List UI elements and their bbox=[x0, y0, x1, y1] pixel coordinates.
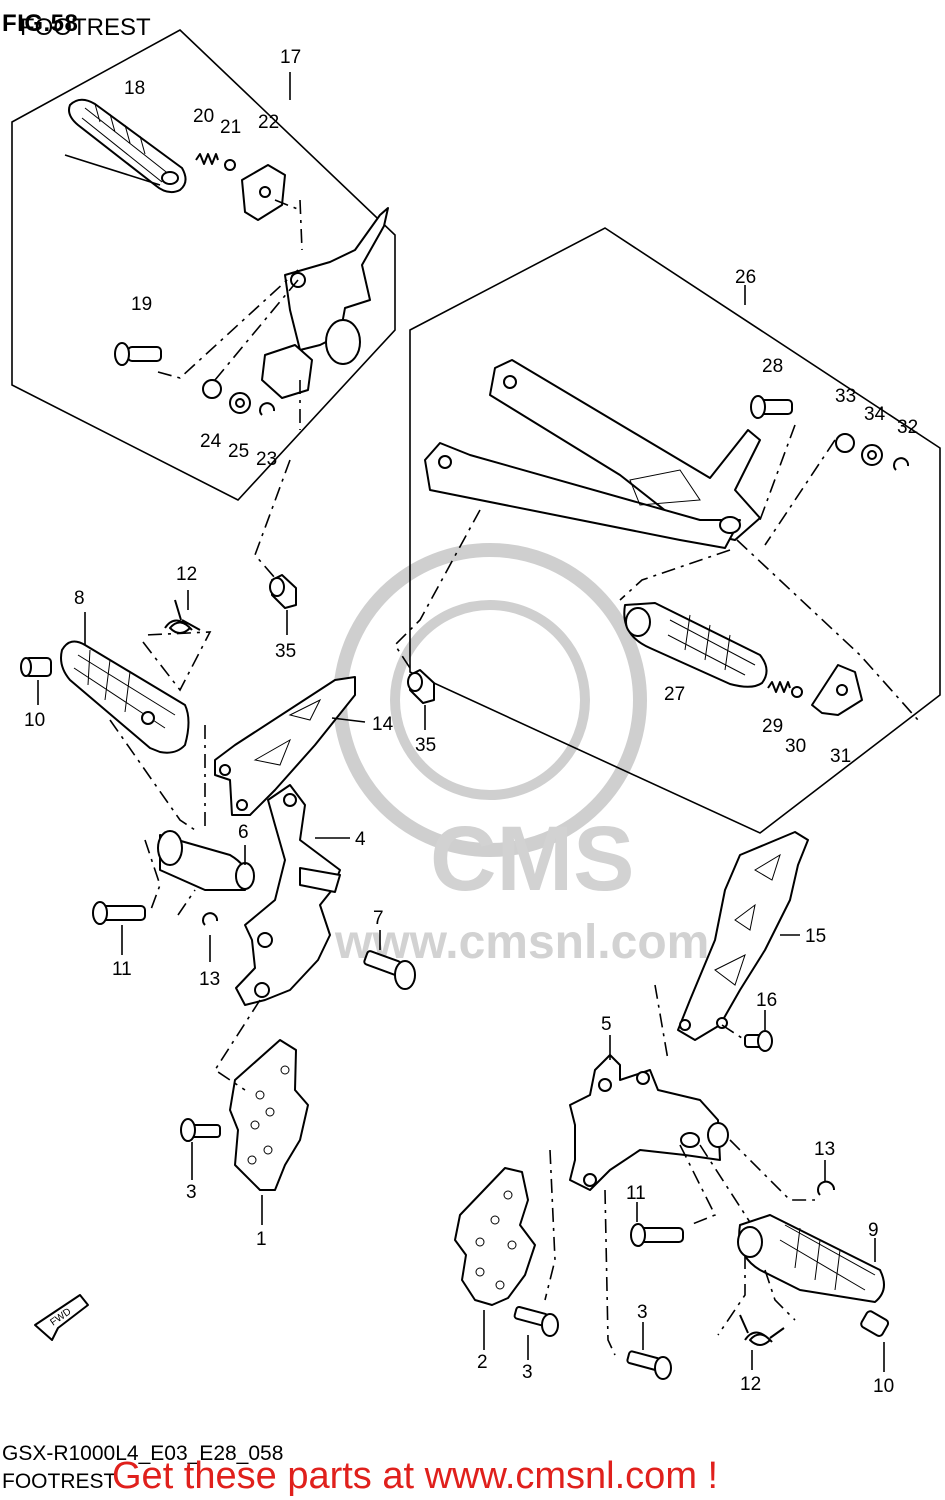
callout-16: 16 bbox=[756, 990, 777, 1011]
spring-29 bbox=[767, 681, 791, 693]
spring-12-left bbox=[164, 599, 201, 634]
figure-title: FOOTREST bbox=[20, 14, 151, 41]
washer-24 bbox=[202, 379, 222, 399]
bracket-4 bbox=[235, 784, 341, 1006]
callout-17: 17 bbox=[280, 47, 301, 68]
clip-13-left bbox=[202, 912, 219, 926]
figure-number: FIG.58 bbox=[2, 10, 79, 37]
callout-15: 15 bbox=[805, 926, 826, 947]
callout-3-left: 3 bbox=[186, 1182, 197, 1203]
forward-direction-badge: FWD bbox=[34, 1294, 89, 1341]
rubber-10-left bbox=[20, 657, 52, 677]
callout-2: 2 bbox=[477, 1352, 488, 1373]
callout-5: 5 bbox=[601, 1014, 612, 1035]
clip-32 bbox=[893, 457, 910, 471]
heel-guard-15 bbox=[677, 831, 809, 1041]
watermark-brand: CMS bbox=[430, 808, 634, 910]
callout-labels: 17 18 20 21 22 19 24 25 23 26 28 33 34 3… bbox=[24, 47, 918, 1397]
callout-31: 31 bbox=[830, 746, 851, 767]
callout-7: 7 bbox=[373, 908, 384, 929]
callout-19: 19 bbox=[131, 294, 152, 315]
callout-9: 9 bbox=[868, 1220, 879, 1241]
bolt-16 bbox=[744, 1030, 773, 1052]
footpeg-8 bbox=[60, 640, 190, 754]
callout-24: 24 bbox=[200, 431, 222, 452]
kit-26-group bbox=[393, 227, 941, 834]
clip-23 bbox=[259, 402, 276, 416]
parts-banner-link[interactable]: Get these parts at www.cmsnl.com ! bbox=[112, 1455, 719, 1497]
footpeg-9 bbox=[737, 1214, 885, 1303]
callout-10-right: 10 bbox=[873, 1376, 894, 1397]
callout-11-right: 11 bbox=[626, 1183, 646, 1204]
callout-1: 1 bbox=[256, 1229, 267, 1250]
callout-3-right: 3 bbox=[637, 1302, 648, 1323]
footpeg-18 bbox=[68, 98, 187, 194]
callout-32: 32 bbox=[897, 417, 918, 438]
plate-2 bbox=[454, 1167, 536, 1306]
pin-11-right bbox=[630, 1223, 684, 1247]
callout-25: 25 bbox=[228, 441, 249, 462]
pin-28 bbox=[750, 395, 793, 419]
footpeg-27 bbox=[623, 602, 768, 688]
clip-13-right bbox=[817, 1180, 836, 1196]
callout-13-right: 13 bbox=[814, 1139, 835, 1160]
bolt-35-left bbox=[269, 574, 297, 609]
callout-8: 8 bbox=[74, 588, 85, 609]
callout-10-left: 10 bbox=[24, 710, 45, 731]
callout-29: 29 bbox=[762, 716, 783, 737]
callout-33: 33 bbox=[835, 386, 856, 407]
callout-22: 22 bbox=[258, 112, 279, 133]
bolt-7 bbox=[363, 950, 416, 990]
bolt-3-right bbox=[626, 1350, 672, 1380]
heel-guard-14 bbox=[214, 676, 356, 816]
callout-20: 20 bbox=[193, 106, 214, 127]
rubber-10-right bbox=[860, 1310, 890, 1337]
callout-30: 30 bbox=[785, 736, 806, 757]
callout-27: 27 bbox=[664, 684, 685, 705]
callout-35-left: 35 bbox=[275, 641, 296, 662]
callout-3-middle: 3 bbox=[522, 1362, 533, 1383]
callout-12-left: 12 bbox=[176, 564, 197, 585]
drawing-code: GSX-R1000L4_E03_E28_058 bbox=[2, 1442, 284, 1465]
kit-17-group bbox=[11, 29, 396, 579]
bolt-3-middle bbox=[513, 1305, 559, 1337]
callout-18: 18 bbox=[124, 78, 145, 99]
callout-21: 21 bbox=[220, 117, 241, 138]
ball-21 bbox=[224, 159, 236, 171]
callout-14: 14 bbox=[372, 714, 394, 735]
callout-6: 6 bbox=[238, 822, 249, 843]
callout-23: 23 bbox=[256, 449, 277, 470]
bracket-17 bbox=[261, 207, 389, 399]
bolt-3-left bbox=[180, 1118, 221, 1142]
spring-20 bbox=[195, 153, 219, 165]
washer-33 bbox=[835, 433, 855, 453]
footer-title: FOOTREST bbox=[2, 1470, 117, 1493]
bracket-5 bbox=[569, 1054, 729, 1191]
pin-11-left bbox=[92, 901, 146, 925]
rear-bracket-26 bbox=[424, 359, 761, 549]
spring-12-right bbox=[739, 1314, 785, 1346]
pin-19 bbox=[114, 342, 162, 366]
callout-12-right: 12 bbox=[740, 1374, 761, 1395]
ball-30 bbox=[791, 686, 803, 698]
callout-28: 28 bbox=[762, 356, 783, 377]
callout-35-right: 35 bbox=[415, 735, 436, 756]
plate-1 bbox=[229, 1039, 309, 1191]
pivot-6 bbox=[157, 830, 255, 891]
callout-34: 34 bbox=[864, 404, 886, 425]
callout-26: 26 bbox=[735, 267, 756, 288]
callout-4: 4 bbox=[355, 829, 366, 850]
callout-11-left: 11 bbox=[112, 959, 132, 980]
bolt-35-right bbox=[407, 669, 435, 704]
cms-watermark: CMS www.cmsnl.com bbox=[333, 543, 709, 969]
callout-13-left: 13 bbox=[199, 969, 220, 990]
